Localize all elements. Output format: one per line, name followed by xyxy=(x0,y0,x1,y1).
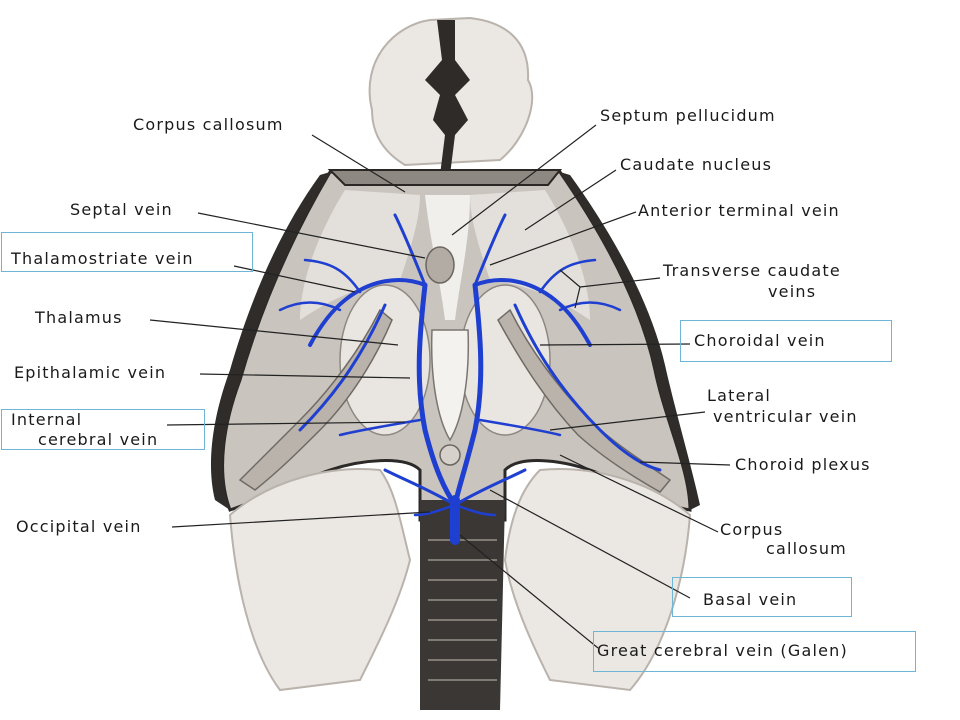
label-corpus-callosum-bottom-2: callosum xyxy=(766,539,847,558)
label-great-cerebral-vein: Great cerebral vein (Galen) xyxy=(597,641,848,660)
label-corpus-callosum-bottom-1: Corpus xyxy=(720,520,784,539)
highlight-box-thalamostriate xyxy=(1,232,253,272)
highlight-box-choroidal xyxy=(680,320,892,362)
right-thalamostriate-vein xyxy=(473,278,592,347)
vermis xyxy=(420,500,505,710)
left-occipital-vein xyxy=(413,503,457,517)
left-thalamostriate-vein xyxy=(308,278,427,347)
third-ventricle xyxy=(430,329,470,442)
label-thalamus: Thalamus xyxy=(35,308,123,327)
highlight-box-galen xyxy=(593,631,916,672)
left-choroidal-vein xyxy=(298,303,387,432)
label-choroidal-vein: Choroidal vein xyxy=(694,331,826,350)
label-basal-vein: Basal vein xyxy=(703,590,798,609)
label-choroid-plexus: Choroid plexus xyxy=(735,455,871,474)
left-occipital-lobe xyxy=(228,468,412,692)
left-septal-vein xyxy=(393,213,427,287)
vein-network xyxy=(278,213,662,545)
pineal-body xyxy=(439,444,461,466)
label-corpus-callosum-top: Corpus callosum xyxy=(133,115,284,134)
right-basal-vein xyxy=(453,468,527,507)
label-septal-vein: Septal vein xyxy=(70,200,173,219)
right-choroidal-vein xyxy=(513,303,662,472)
right-occipital-lobe xyxy=(503,468,692,692)
left-internal-cerebral-vein xyxy=(416,282,458,508)
right-rim-shadow xyxy=(560,172,700,510)
right-internal-cerebral-vein xyxy=(452,282,484,508)
interventricular-foramen-left xyxy=(425,246,455,284)
left-rim-shadow xyxy=(210,172,330,510)
leader-lines xyxy=(149,124,731,649)
label-transverse-caudate-veins-1: Transverse caudate xyxy=(663,261,841,280)
left-thalamus xyxy=(339,284,431,436)
left-choroid-plexus xyxy=(238,308,393,491)
label-occipital-vein: Occipital vein xyxy=(16,517,142,536)
label-internal-cerebral-vein-1: Internal xyxy=(11,410,83,429)
highlight-box-basal xyxy=(672,577,852,617)
right-choroid-plexus xyxy=(497,308,672,493)
label-lateral-ventricular-vein-1: Lateral xyxy=(707,386,772,405)
label-epithalamic-vein: Epithalamic vein xyxy=(14,363,167,382)
label-septum-pellucidum: Septum pellucidum xyxy=(600,106,776,125)
longitudinal-fissure xyxy=(425,20,470,175)
label-transverse-caudate-veins-2: veins xyxy=(768,282,817,301)
label-lateral-ventricular-vein-2: ventricular vein xyxy=(713,407,858,426)
label-caudate-nucleus: Caudate nucleus xyxy=(620,155,773,174)
highlight-box-internal-cerebral xyxy=(1,409,205,450)
right-occipital-vein xyxy=(453,503,497,517)
corpus-callosum-band xyxy=(327,169,563,186)
label-anterior-terminal-vein: Anterior terminal vein xyxy=(638,201,840,220)
right-septal-vein xyxy=(473,213,507,287)
left-basal-vein xyxy=(383,468,457,507)
vermis-folia xyxy=(428,539,497,681)
label-thalamostriate-vein: Thalamostriate vein xyxy=(11,249,194,268)
label-internal-cerebral-vein-2: cerebral vein xyxy=(38,430,159,449)
left-caudate xyxy=(300,190,420,320)
